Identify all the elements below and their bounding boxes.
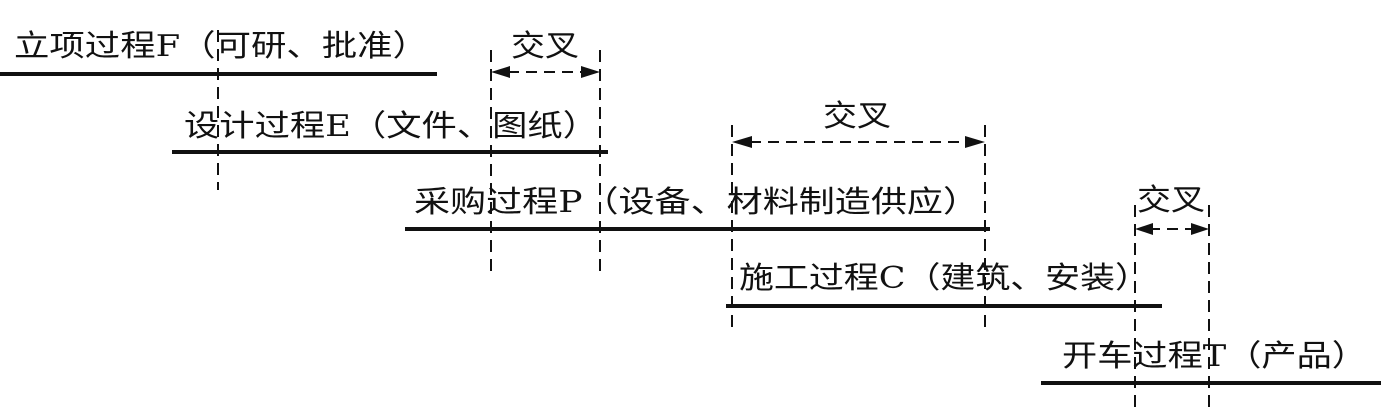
overlap-arrow-left-3 [1135, 223, 1153, 235]
overlap-marker-1: 交叉 [491, 29, 600, 78]
overlap-label-2: 交叉 [823, 99, 891, 134]
overlap-marker-2: 交叉 [732, 99, 985, 148]
overlap-arrow-left-2 [732, 136, 752, 148]
phase-lines [0, 72, 1381, 385]
overlap-arrow-right-3 [1191, 223, 1209, 235]
overlap-arrow-left-1 [491, 66, 510, 78]
overlap-label-1: 交叉 [511, 29, 579, 64]
overlap-arrow-right-2 [965, 136, 985, 148]
overlap-arrow-right-1 [581, 66, 600, 78]
phase-label-design: 设计过程E（文件、图纸） [184, 109, 598, 144]
overlap-label-3: 交叉 [1137, 183, 1205, 218]
overlap-markers: 交叉 交叉 交叉 [491, 29, 1209, 235]
overlap-marker-3: 交叉 [1135, 183, 1209, 235]
phase-labels: 立项过程F（可研、批准） 设计过程E（文件、图纸） 采购过程P（设备、材料制造供… [14, 29, 1367, 374]
phase-label-feasibility: 立项过程F（可研、批准） [14, 29, 428, 64]
phase-label-construction: 施工过程C（建筑、安装） [739, 261, 1150, 296]
phase-label-procurement: 采购过程P（设备、材料制造供应） [414, 185, 979, 220]
phase-label-commissioning: 开车过程T（产品） [1062, 339, 1367, 374]
